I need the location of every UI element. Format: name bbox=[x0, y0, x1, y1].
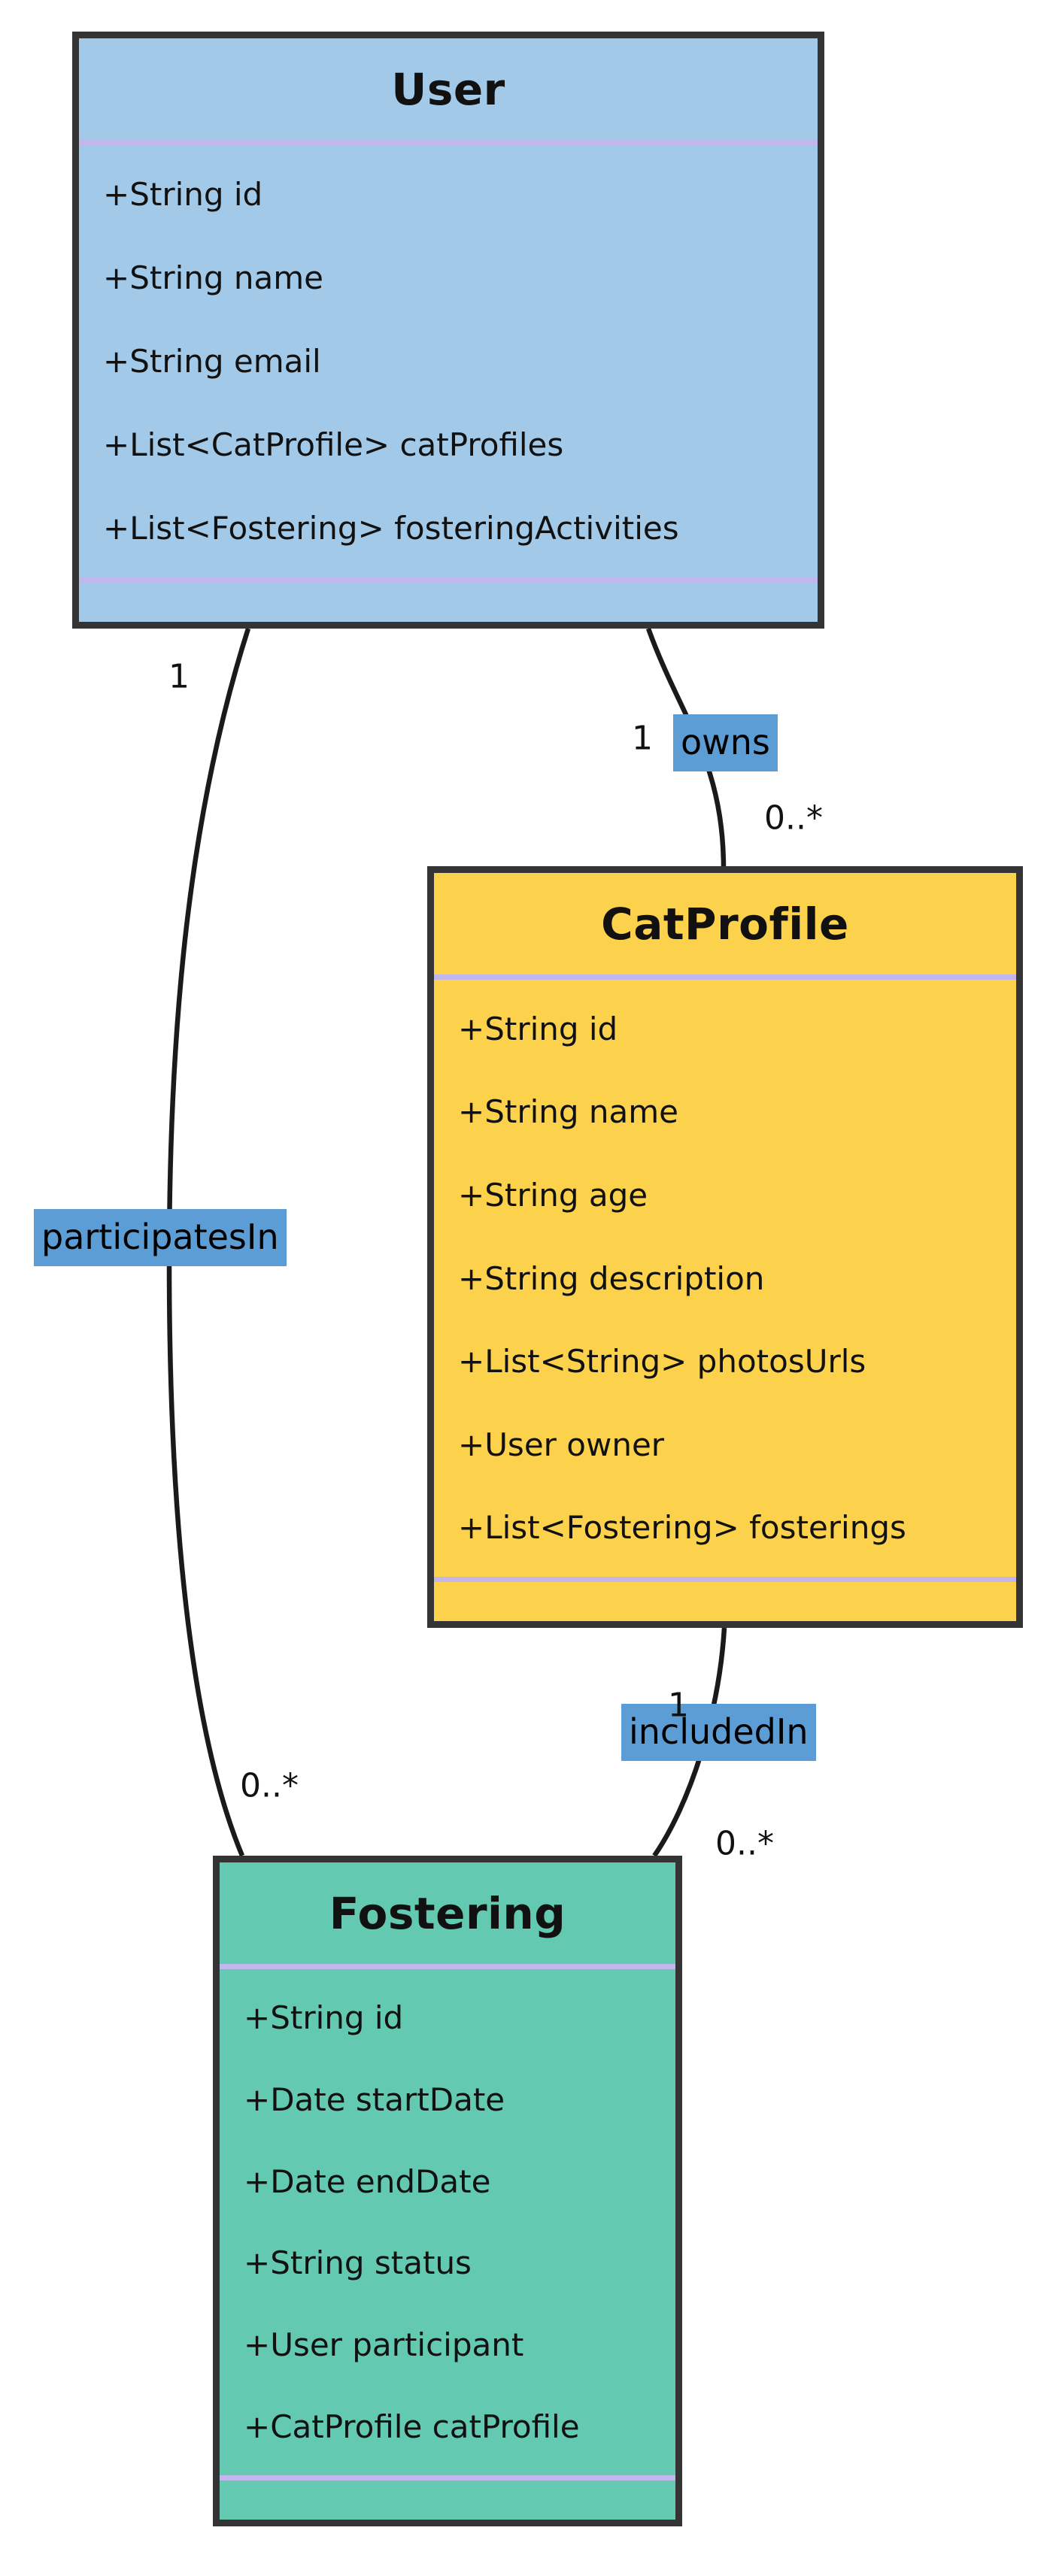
attribute-compartment-user: +String id +String name +String email +L… bbox=[79, 145, 818, 577]
method-compartment-empty bbox=[434, 1582, 1016, 1621]
multiplicity-participatesin-user-end: 1 bbox=[168, 657, 190, 696]
attribute-row: +Date endDate bbox=[244, 2162, 491, 2200]
attribute-row: +String status bbox=[244, 2244, 472, 2282]
attribute-row: +String id bbox=[458, 1010, 618, 1047]
compartment-divider bbox=[79, 577, 818, 583]
compartment-divider bbox=[434, 974, 1016, 980]
class-title-user: User bbox=[391, 63, 505, 115]
multiplicity-participatesin-fostering-end: 0..* bbox=[240, 1766, 299, 1805]
attribute-row: +String age bbox=[458, 1176, 648, 1214]
compartment-divider bbox=[220, 2475, 675, 2481]
attribute-compartment-catprofile: +String id +String name +String age +Str… bbox=[434, 980, 1016, 1577]
compartment-divider bbox=[220, 1964, 675, 1969]
edge-label-includedin: includedIn bbox=[621, 1704, 816, 1761]
attribute-row: +String name bbox=[458, 1093, 678, 1131]
multiplicity-owns-user-end: 1 bbox=[632, 719, 653, 758]
class-box-catprofile: CatProfile +String id +String name +Stri… bbox=[427, 866, 1023, 1628]
multiplicity-includedin-fostering-end: 0..* bbox=[715, 1824, 774, 1863]
class-box-fostering: Fostering +String id +Date startDate +Da… bbox=[213, 1856, 682, 2526]
attribute-row: +List<String> photosUrls bbox=[458, 1343, 866, 1380]
compartment-divider bbox=[434, 1577, 1016, 1582]
attribute-row: +List<Fostering> fosteringActivities bbox=[103, 510, 679, 547]
attribute-row: +List<Fostering> fosterings bbox=[458, 1509, 906, 1547]
multiplicity-owns-catprofile-end: 0..* bbox=[764, 799, 823, 838]
attribute-row: +String id bbox=[103, 176, 263, 213]
attribute-row: +String description bbox=[458, 1259, 765, 1297]
attribute-compartment-fostering: +String id +Date startDate +Date endDate… bbox=[220, 1969, 675, 2475]
attribute-row: +List<CatProfile> catProfiles bbox=[103, 426, 564, 463]
class-title-catprofile: CatProfile bbox=[601, 898, 849, 950]
method-compartment-empty bbox=[220, 2481, 675, 2520]
attribute-row: +User owner bbox=[458, 1426, 665, 1463]
edge-label-owns: owns bbox=[673, 714, 778, 771]
attribute-row: +Date startDate bbox=[244, 2080, 505, 2118]
class-title-fostering: Fostering bbox=[329, 1887, 566, 1939]
method-compartment-empty bbox=[79, 583, 818, 622]
attribute-row: +User participant bbox=[244, 2326, 524, 2364]
attribute-row: +String email bbox=[103, 343, 321, 380]
attribute-row: +String id bbox=[244, 1999, 404, 2036]
edge-label-participatesin: participatesIn bbox=[34, 1209, 287, 1266]
attribute-row: +CatProfile catProfile bbox=[244, 2408, 580, 2446]
class-box-user: User +String id +String name +String ema… bbox=[72, 32, 824, 629]
multiplicity-includedin-catprofile-end: 1 bbox=[668, 1686, 689, 1725]
compartment-divider bbox=[79, 140, 818, 145]
attribute-row: +String name bbox=[103, 259, 323, 296]
